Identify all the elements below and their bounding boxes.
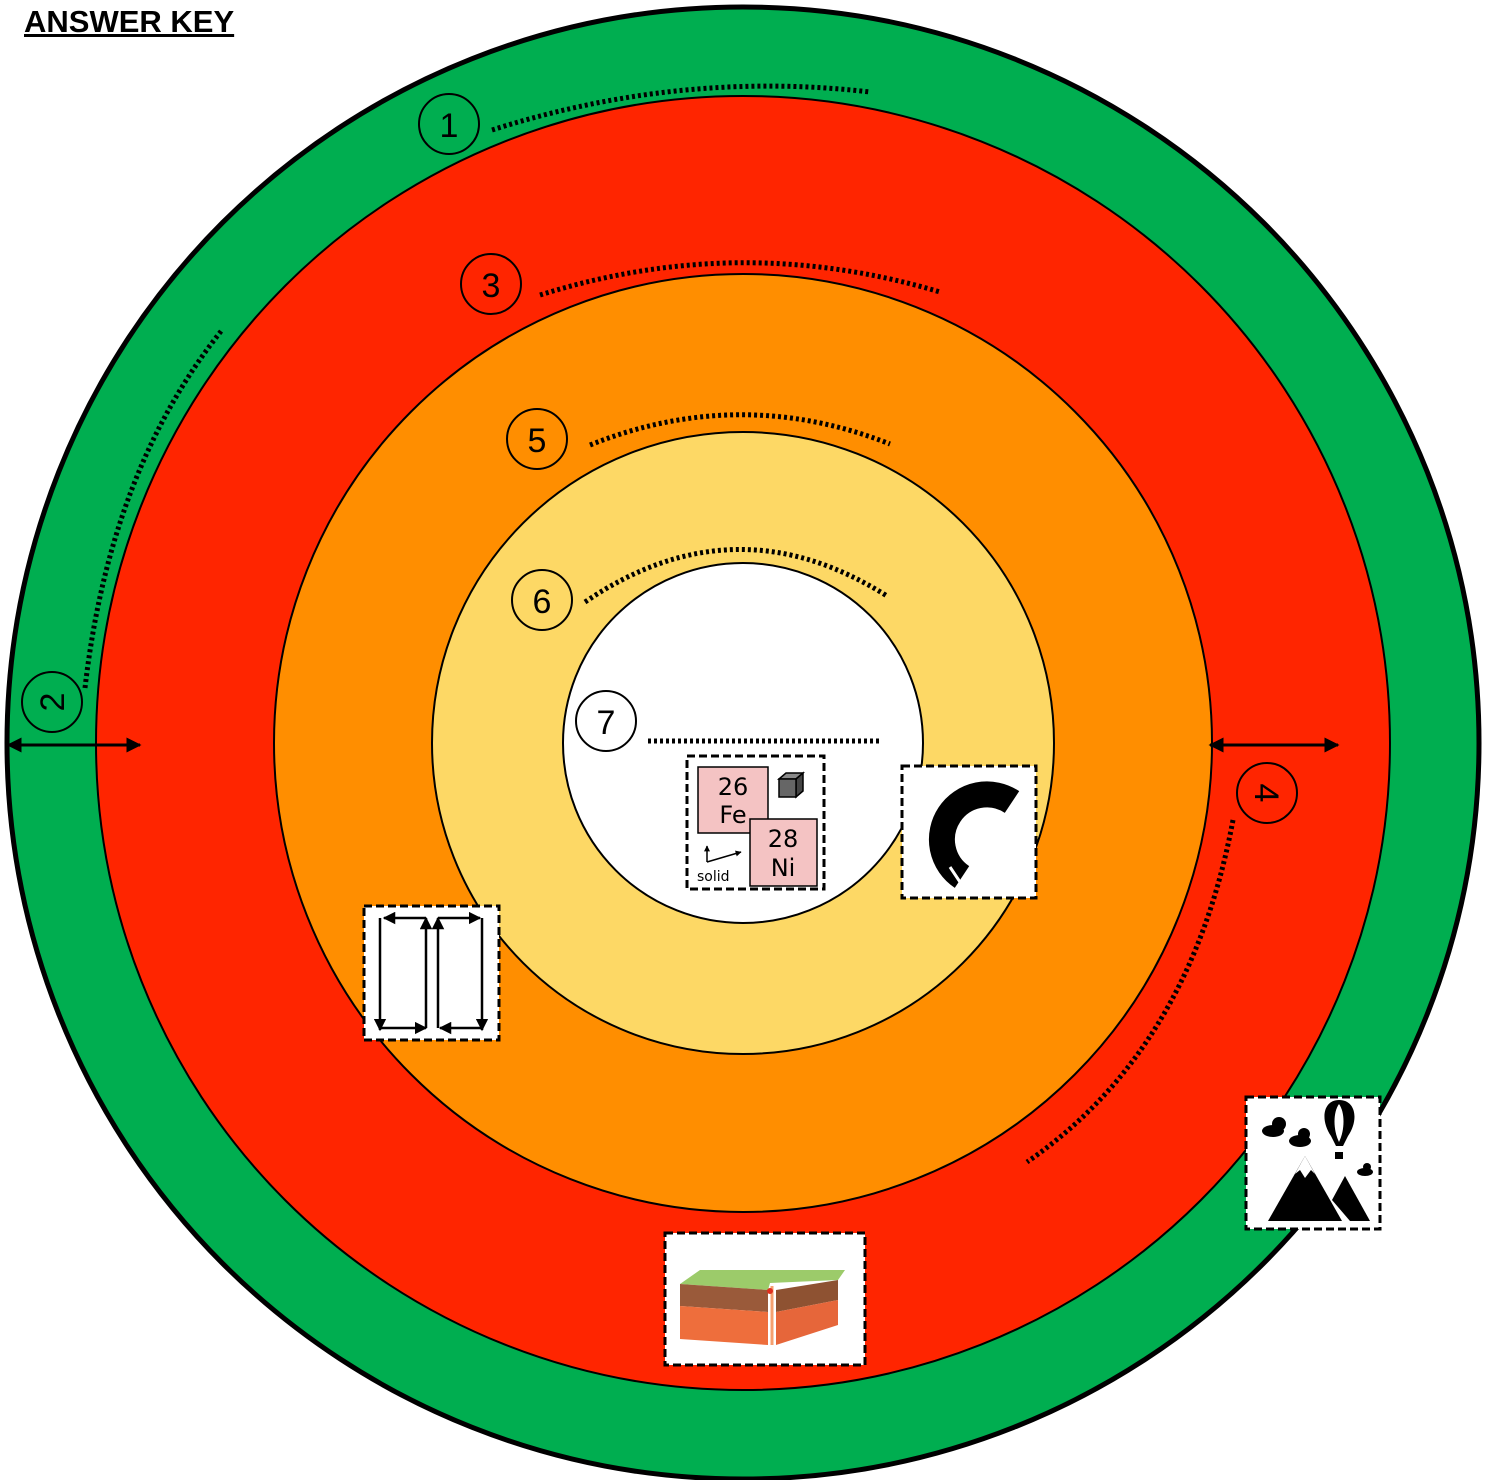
label-2: 2 (22, 672, 82, 732)
svg-text:7: 7 (597, 704, 616, 742)
nickel-number: 28 (768, 825, 799, 853)
nickel-symbol: Ni (771, 854, 796, 882)
svg-text:6: 6 (533, 583, 552, 621)
iron-number: 26 (718, 773, 749, 801)
label-5: 5 (507, 409, 567, 469)
svg-text:2: 2 (34, 693, 72, 712)
iron-nickel-solid-icon: 26 Fe 28 Ni solid (687, 756, 824, 889)
convection-arrows-icon (364, 906, 499, 1040)
cube-icon (779, 773, 803, 797)
iron-symbol: Fe (719, 801, 746, 829)
mountain-atmosphere-icon (1246, 1097, 1380, 1229)
label-7: 7 (576, 691, 636, 751)
label-3: 3 (461, 254, 521, 314)
svg-text:1: 1 (440, 107, 459, 145)
label-1: 1 (419, 94, 479, 154)
svg-text:5: 5 (528, 422, 547, 460)
svg-text:4: 4 (1247, 784, 1285, 803)
label-6: 6 (512, 570, 572, 630)
tectonic-fault-icon (665, 1233, 865, 1365)
state-label: solid (697, 869, 730, 885)
svg-text:3: 3 (482, 267, 501, 305)
label-4: 4 (1237, 763, 1297, 823)
magnet-icon (902, 766, 1036, 898)
